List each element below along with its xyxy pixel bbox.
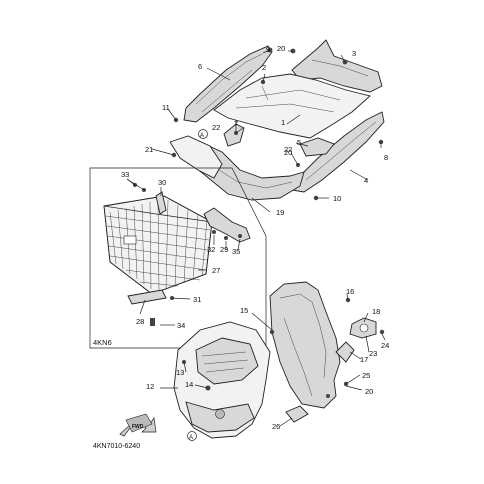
part-label-17: 17 <box>360 355 368 364</box>
part-label-21: 21 <box>145 145 153 154</box>
part-number-labels: 1234567891011121314151617181920202021222… <box>121 44 389 431</box>
basket-tag <box>123 235 137 245</box>
diagram-code: 4KN7010-6240 <box>93 443 140 450</box>
front-cover-panel <box>195 337 259 385</box>
basket-kit-frame <box>89 167 267 349</box>
part-label-22: 22 <box>284 145 292 154</box>
part-label-20: 20 <box>284 148 292 157</box>
part-label-19: 19 <box>276 208 284 217</box>
part-label-26: 26 <box>272 422 280 431</box>
part-7-bracket <box>223 123 245 147</box>
part-label-4: 4 <box>364 176 368 185</box>
part-label-18: 18 <box>372 307 380 316</box>
part-label-35: 35 <box>232 247 240 256</box>
reference-a-upper <box>198 129 208 139</box>
fwd-arrow-icon <box>119 413 157 437</box>
part-label-28: 28 <box>136 317 144 326</box>
part-label-31: 31 <box>193 295 201 304</box>
part-label-30: 30 <box>158 178 166 187</box>
part-label-32: 32 <box>207 245 215 254</box>
part-label-14: 14 <box>185 380 193 389</box>
part-1-floor-board <box>213 73 371 139</box>
leg-shield-assembly <box>173 281 385 441</box>
part-3-rear-cover <box>291 39 383 93</box>
part-label-9: 9 <box>266 45 270 54</box>
part-label-33: 33 <box>121 170 129 179</box>
part-label-22: 22 <box>212 123 220 132</box>
part-label-20: 20 <box>277 44 285 53</box>
part-label-12: 12 <box>146 382 154 391</box>
part-15-leg-shield <box>269 281 341 409</box>
part-label-7: 7 <box>234 119 238 128</box>
part-label-8: 8 <box>384 153 388 162</box>
part-label-2: 2 <box>262 63 266 72</box>
part-label-1: 1 <box>281 118 285 127</box>
part-label-27: 27 <box>212 266 220 275</box>
leader-lines-upper <box>151 49 382 213</box>
basket-hardware <box>127 183 251 326</box>
part-label-15: 15 <box>240 306 248 315</box>
reference-a-lower <box>187 431 197 441</box>
kit-code-label: 4KN6 <box>93 338 112 347</box>
floor-panel-assembly <box>169 39 385 201</box>
leader-lines-lower <box>160 293 386 427</box>
basket-bracket-right <box>203 207 251 243</box>
part-5-bracket <box>299 137 335 157</box>
part-27-basket <box>103 195 213 295</box>
front-lower-panel <box>169 135 223 179</box>
leader-lines-basket <box>126 178 241 326</box>
part-4-right-side-cover <box>291 111 385 193</box>
part-28-plate <box>127 289 167 305</box>
part-label-23: 23 <box>369 349 377 358</box>
part-30-stay <box>155 191 167 215</box>
part-label-3: 3 <box>352 49 356 58</box>
part-6-left-side-cover <box>183 45 273 123</box>
part-label-29: 29 <box>220 245 228 254</box>
part-label-10: 10 <box>333 194 341 203</box>
ref-a-upper-text: A <box>200 133 204 139</box>
part-label-16: 16 <box>346 287 354 296</box>
fwd-text: FWD <box>132 424 144 430</box>
part-34-nut <box>150 318 155 326</box>
part-label-11: 11 <box>162 103 170 112</box>
part-17-bracket <box>335 341 355 363</box>
part-label-24: 24 <box>381 341 389 350</box>
part-label-34: 34 <box>177 321 185 330</box>
part-label-25: 25 <box>362 371 370 380</box>
part-label-6: 6 <box>198 62 202 71</box>
part-label-5: 5 <box>297 138 301 147</box>
ref-a-lower-text: A <box>189 435 193 441</box>
part-label-20: 20 <box>365 387 373 396</box>
part-label-13: 13 <box>176 368 184 377</box>
